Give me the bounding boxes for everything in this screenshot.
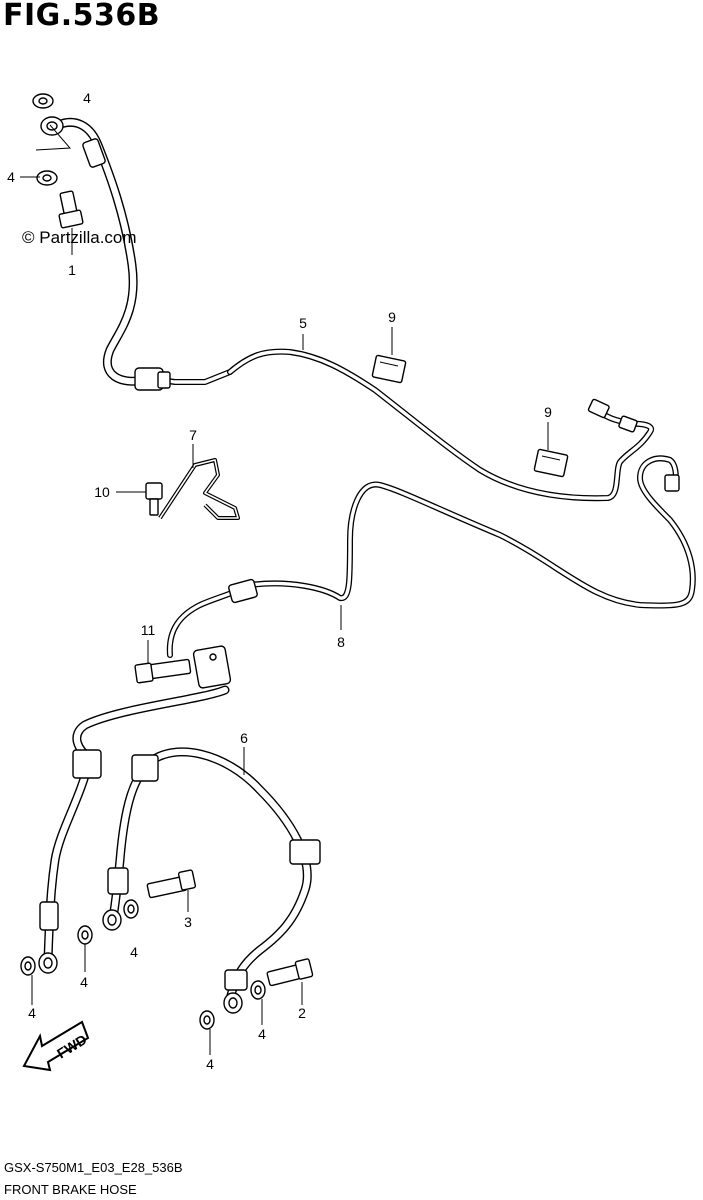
left-caliper-hose (38, 685, 230, 974)
brake-pipe-8 (166, 455, 696, 658)
callout-gasket-4-left: 4 (7, 169, 15, 185)
right-caliper-hose (102, 747, 321, 1014)
callout-gasket-4-bottom-left: 4 (28, 1005, 36, 1021)
callout-gasket-4-center: 4 (80, 974, 88, 990)
upper-brake-hose (40, 116, 233, 391)
callout-bolt-11: 11 (140, 622, 156, 638)
callout-bracket-7: 7 (189, 427, 197, 443)
banjo-bolt-2 (266, 958, 314, 987)
callout-bolt-10: 10 (94, 484, 110, 500)
callout-pipe-5: 5 (299, 315, 307, 331)
callout-bolt-1: 1 (68, 262, 76, 278)
forward-label: FWD (54, 1031, 90, 1062)
banjo-bolt-3 (146, 869, 197, 899)
callout-bolt-3: 3 (184, 914, 192, 930)
forward-indicator: FWD (18, 1020, 98, 1076)
callout-gasket-4-top: 4 (83, 90, 91, 106)
callout-bolt-2: 2 (298, 1005, 306, 1021)
callout-clamp-9-lower: 9 (544, 404, 552, 420)
callout-gasket-4-mid: 4 (130, 944, 138, 960)
leader-lines (20, 124, 549, 1055)
bolt-10 (145, 482, 163, 516)
copyright-text: © Partzilla.com (22, 228, 137, 247)
callout-clamp-9-upper: 9 (388, 309, 396, 325)
callout-pipe-8: 8 (337, 634, 345, 650)
callout-hose-6: 6 (240, 730, 248, 746)
three-way-joint (134, 645, 232, 689)
figure-title: FIG.536B (3, 0, 161, 33)
callout-gasket-4-right: 4 (258, 1026, 266, 1042)
callout-gasket-4-bottom: 4 (206, 1056, 214, 1072)
clamp-9-upper (371, 354, 407, 384)
banjo-bolt-1 (58, 190, 84, 229)
forward-arrow-icon (22, 1020, 90, 1072)
diagram-name: FRONT BRAKE HOSE (4, 1182, 137, 1197)
brake-pipe-5 (227, 348, 655, 502)
bracket-7 (158, 458, 240, 520)
gasket-washers (20, 93, 266, 1030)
clamp-9-lower (533, 448, 569, 478)
diagram-code: GSX-S750M1_E03_E28_536B (4, 1160, 183, 1175)
